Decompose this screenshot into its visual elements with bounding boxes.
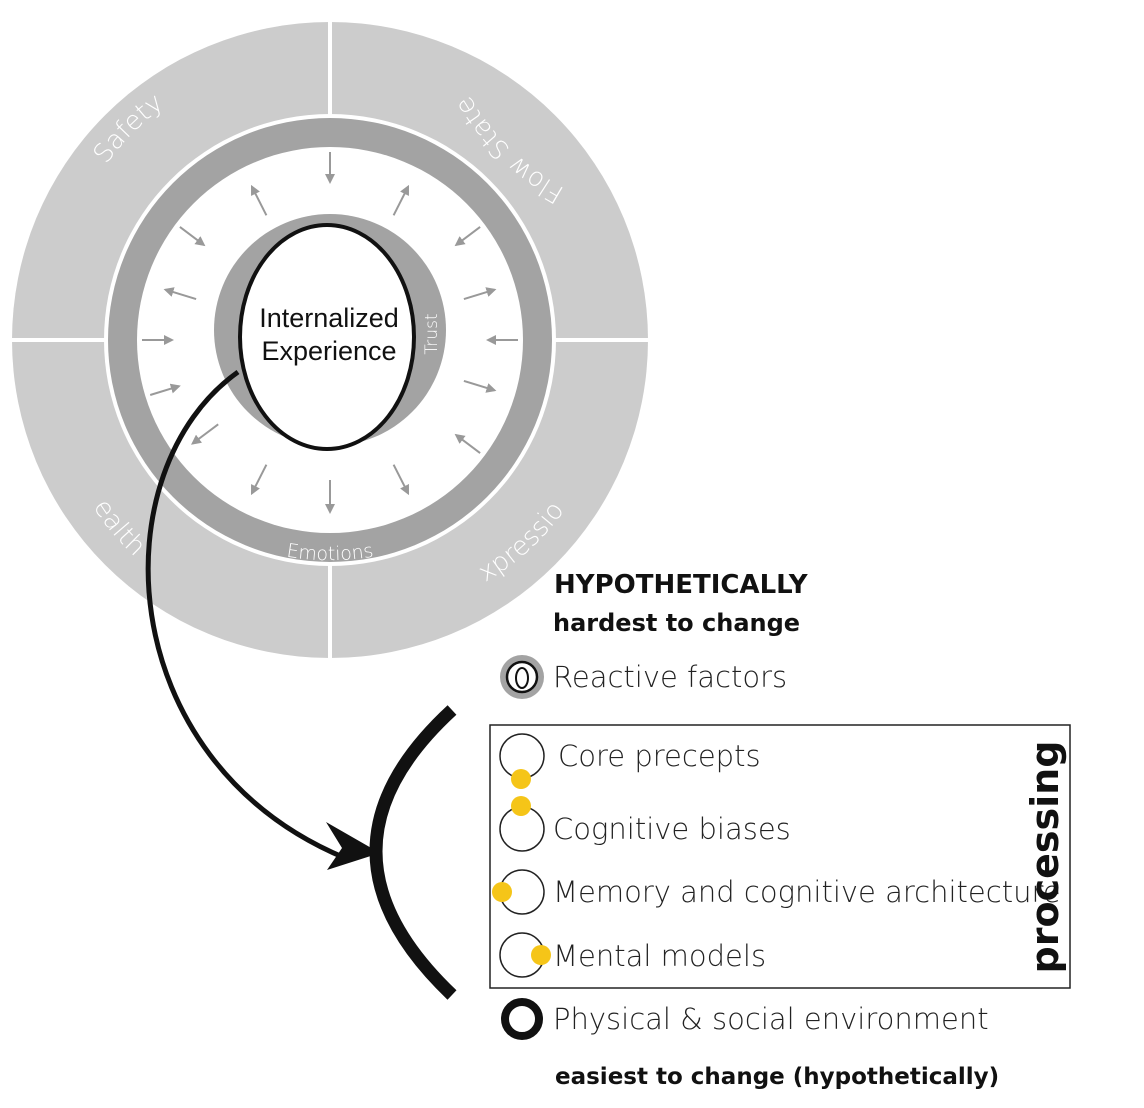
- radial-arrow-6: [454, 433, 481, 454]
- radial-arrow-13: [163, 287, 197, 301]
- subheading-top: hardest to change: [553, 609, 800, 637]
- radial-arrow-11: [149, 383, 181, 396]
- radial-arrow-14: [179, 226, 206, 247]
- processing-box: [489, 724, 1071, 989]
- footer-note: easiest to change (hypothetically): [555, 1064, 999, 1090]
- cognitive-biases-dot: [511, 796, 531, 816]
- radial-arrow-10: [191, 423, 219, 445]
- radial-arrow-2: [454, 226, 481, 247]
- core-precepts-dot: [511, 769, 531, 789]
- radial-arrows: [142, 152, 518, 514]
- reactive-factors-label: Reactive factors: [553, 660, 787, 694]
- processing-bracket: [369, 705, 457, 1000]
- physical-social-label: Physical & social environment: [553, 1002, 989, 1036]
- core-precepts-label: Core precepts: [558, 739, 761, 773]
- physical-social-icon: [501, 998, 543, 1040]
- radial-arrow-3: [463, 287, 497, 301]
- mental-models-dot: [531, 945, 551, 965]
- center-label-line-2: Experience: [261, 336, 396, 366]
- radial-arrow-7: [392, 464, 410, 496]
- radial-arrow-15: [250, 184, 268, 216]
- radial-arrow-5: [463, 379, 497, 393]
- mental-models-label: Mental models: [553, 939, 766, 973]
- radial-arrow-9: [250, 464, 268, 496]
- center-label-line-1: Internalized: [259, 303, 399, 333]
- radial-arrow-1: [392, 184, 410, 216]
- heading-top: HYPOTHETICALLY: [554, 570, 809, 600]
- memory-architecture-dot: [492, 882, 512, 902]
- trust-label: Trust: [422, 313, 442, 354]
- memory-architecture-label: Memory and cognitive architecture: [553, 875, 1061, 909]
- emotions-label: Emotions: [285, 540, 375, 566]
- cognitive-biases-label: Cognitive biases: [553, 812, 791, 846]
- connector-arrowhead: [326, 822, 380, 870]
- connector-arrow: [145, 369, 346, 861]
- processing-label: processing: [1023, 741, 1067, 974]
- reactive-factors-icon: [500, 655, 544, 699]
- internalized-experience-ellipse: [238, 223, 416, 451]
